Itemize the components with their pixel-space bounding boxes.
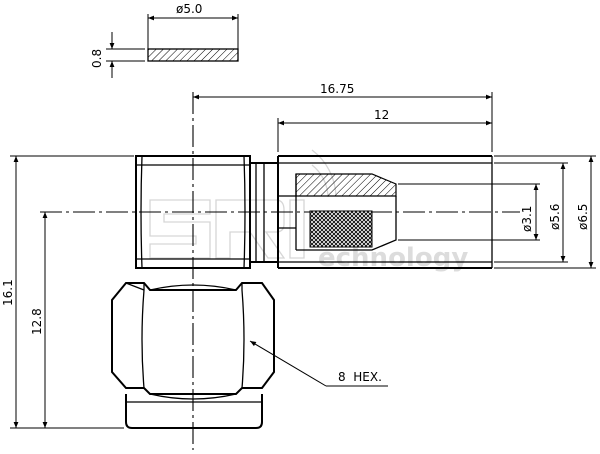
- total-length-label: 16.75: [320, 82, 354, 96]
- ferrule-length-label: 12: [374, 108, 389, 122]
- diameter-dimensions: ø3.1 ø5.6 ø6.5: [398, 155, 596, 269]
- hex-callout: 8 HEX.: [249, 340, 388, 387]
- outer-diameter-label: ø6.5: [576, 204, 590, 230]
- hex-callout-label: 8 HEX.: [338, 370, 382, 384]
- washer-detail: ø5.0 0.8: [90, 2, 239, 78]
- washer-diameter-label: ø5.0: [176, 2, 202, 16]
- total-height-label: 16.1: [1, 279, 15, 306]
- length-dimensions: 16.75 12: [192, 82, 493, 152]
- middle-diameter-label: ø5.6: [548, 204, 562, 230]
- connector-body: [40, 92, 520, 450]
- washer-thickness-label: 0.8: [90, 49, 104, 68]
- center-height-label: 12.8: [30, 308, 44, 335]
- height-dimensions: 16.1 12.8: [1, 155, 134, 429]
- inner-diameter-label: ø3.1: [520, 206, 534, 232]
